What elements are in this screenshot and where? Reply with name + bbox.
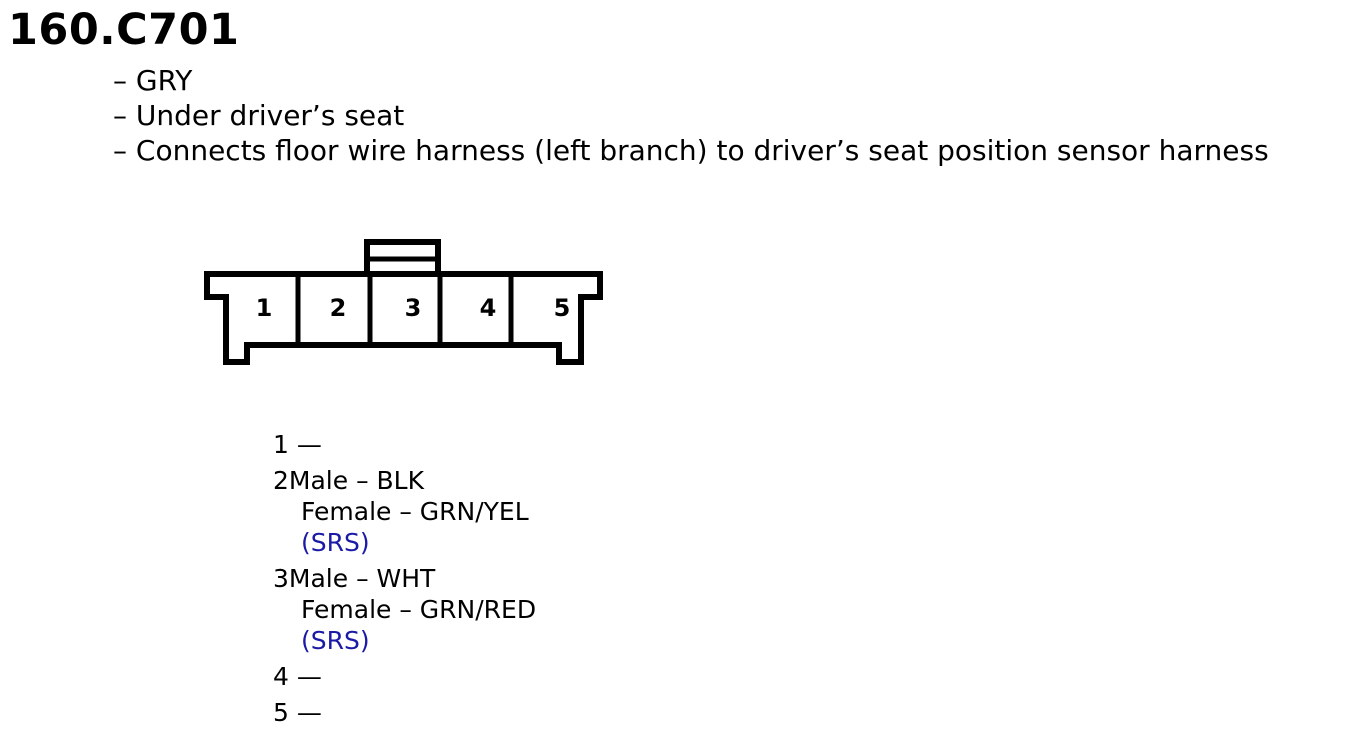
pin-list: 1 — 2Male – BLK Female – GRN/YEL (SRS) 3… xyxy=(273,429,536,728)
pin-3-srs-note: (SRS) xyxy=(301,626,370,655)
connector-description: – GRY – Under driver’s seat – Connects f… xyxy=(113,63,1269,168)
terminal-number: 2 xyxy=(330,294,347,322)
pin-5: 5 — xyxy=(273,698,322,727)
connector-connection: – Connects floor wire harness (left bran… xyxy=(113,134,1269,167)
page-title: 160.C701 xyxy=(8,5,240,55)
pin-1: 1 — xyxy=(273,430,322,459)
pin-3-male: 3Male – WHT xyxy=(273,564,436,593)
terminal-number: 5 xyxy=(554,294,571,322)
pin-3-female: Female – GRN/RED xyxy=(301,595,537,624)
connector-color: – GRY xyxy=(113,64,193,97)
terminal-number: 3 xyxy=(405,294,422,322)
pin-2-female: Female – GRN/YEL xyxy=(301,497,529,526)
terminal-number: 1 xyxy=(256,294,273,322)
connector-location: – Under driver’s seat xyxy=(113,99,405,132)
pin-2-srs-note: (SRS) xyxy=(301,528,370,557)
pin-2-male: 2Male – BLK xyxy=(273,466,424,495)
connector-outline xyxy=(204,271,603,365)
pin-4: 4 — xyxy=(273,662,322,691)
terminal-number: 4 xyxy=(480,294,497,322)
